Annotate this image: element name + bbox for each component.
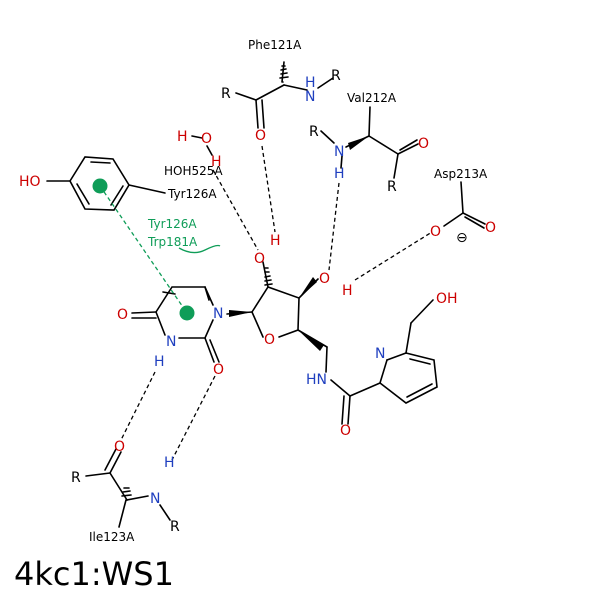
- oxygen-asp213-b: O: [485, 220, 496, 236]
- residue-label-ile123: Ile123A: [89, 530, 135, 544]
- pi-centroid-ligand: [179, 305, 195, 321]
- hydrogen-ribose-2: H: [270, 233, 281, 249]
- nitrogen-pyrimidine-n3: N: [166, 334, 176, 350]
- oxygen-pyrimidine-c2: O: [213, 362, 224, 378]
- residue-label-val212: Val212A: [347, 91, 397, 105]
- pi-contact-arc: [178, 244, 221, 254]
- r-group-phe121-b: R: [331, 68, 341, 84]
- pi-centroid-tyr126: [92, 178, 108, 194]
- oxygen-pyrimidine-c4: O: [117, 307, 128, 323]
- r-group-ile123-b: R: [170, 519, 180, 535]
- hydrogen-water-b: H: [211, 154, 222, 170]
- residue-label-asp213: Asp213A: [434, 167, 488, 181]
- oxygen-ile123-carbonyl: O: [114, 439, 125, 455]
- r-group-phe121-a: R: [221, 86, 231, 102]
- hydrogen-water-a: H: [177, 129, 188, 145]
- bond-skeleton: [46, 61, 486, 528]
- hydroxyl-tyr126: HO: [19, 174, 41, 190]
- oxygen-ribose-3: O: [319, 271, 330, 287]
- oxygen-val212-carbonyl: O: [418, 136, 429, 152]
- hydrogen-ribose-3: H: [342, 283, 353, 299]
- structure-caption: 4kc1:WS1: [14, 555, 174, 593]
- nitrogen-phe121: N: [305, 89, 315, 105]
- pi-stacking-interaction: [92, 178, 221, 321]
- nitrogen-val212: N: [334, 144, 344, 160]
- nitrogen-amide: HN: [306, 372, 327, 388]
- hydroxyl-methanol: OH: [436, 291, 458, 307]
- nitrogen-pyridine: N: [375, 346, 385, 362]
- r-group-val212-b: R: [387, 179, 397, 195]
- pi-label-trp181: Trp181A: [147, 235, 198, 249]
- oxygen-asp213-a: O: [430, 224, 441, 240]
- residue-label-tyr126: Tyr126A: [167, 187, 217, 201]
- residue-label-hoh525: HOH525A: [164, 164, 223, 178]
- residue-label-phe121: Phe121A: [248, 38, 302, 52]
- nitrogen-pyrimidine-n1: N: [213, 306, 223, 322]
- r-group-val212-a: R: [309, 124, 319, 140]
- r-group-ile123-a: R: [71, 470, 81, 486]
- hydrogen-pyrimidine-n3: H: [154, 354, 165, 370]
- oxygen-phe121-carbonyl: O: [255, 128, 266, 144]
- nitrogen-ile123: N: [150, 491, 160, 507]
- hydrogen-val212: H: [334, 166, 345, 182]
- hydrogen-bonds: [120, 145, 433, 461]
- oxygen-ribose-ring: O: [264, 332, 275, 348]
- hydrogen-phe121: H: [305, 75, 316, 91]
- negative-charge-icon: ⊖: [456, 230, 468, 246]
- oxygen-ribose-2: O: [254, 251, 265, 267]
- pi-label-tyr126: Tyr126A: [147, 217, 197, 231]
- stereo-bonds: [121, 65, 369, 501]
- oxygen-water: O: [201, 131, 212, 147]
- oxygen-amide: O: [340, 423, 351, 439]
- hydrogen-ile123: H: [164, 455, 175, 471]
